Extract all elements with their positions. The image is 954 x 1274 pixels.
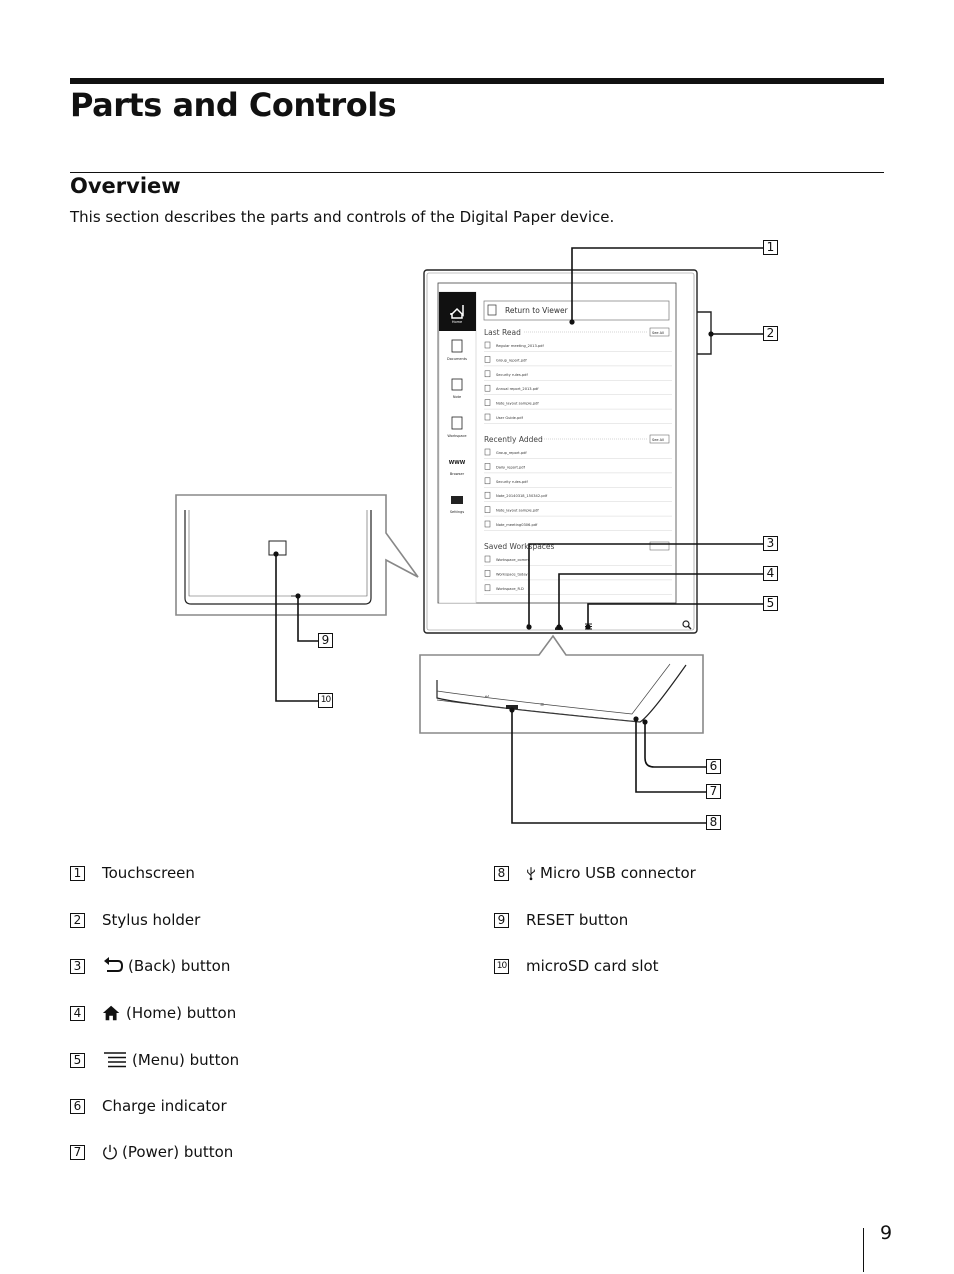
file-name: Group_report.pdf: [496, 451, 527, 455]
svg-text:≡: ≡: [540, 702, 544, 708]
legend-label: (Power) button: [122, 1143, 234, 1161]
device-diagram: Home Documents Note Workspace WWW Browse…: [175, 247, 763, 824]
file-icon: [484, 570, 491, 577]
legend-label: Charge indicator: [102, 1097, 227, 1115]
file-icon: [484, 399, 491, 406]
file-name: Note_20140318_150342.pdf: [496, 494, 548, 498]
callout-1: 1: [763, 240, 778, 255]
file-name: Note_meeting0306.pdf: [496, 523, 538, 527]
sidebar-label: Home: [452, 320, 462, 324]
power-icon: [103, 1144, 117, 1160]
file-icon: [484, 448, 491, 456]
svg-text:WWW: WWW: [449, 460, 466, 466]
file-icon: [484, 491, 491, 499]
callout-3: 3: [763, 536, 778, 551]
section-rule: [70, 172, 884, 173]
legend-num: 1: [70, 866, 85, 881]
usb-icon: [527, 867, 535, 881]
menu-icon: [104, 1052, 126, 1068]
file-name: User Guide.pdf: [496, 416, 524, 420]
callout-2: 2: [763, 326, 778, 341]
sidebar-label: Browser: [450, 472, 465, 476]
callout-4: 4: [763, 566, 778, 581]
legend-label: microSD card slot: [526, 957, 659, 975]
intro-text: This section describes the parts and con…: [70, 208, 615, 226]
section-heading: Overview: [70, 174, 181, 198]
file-name: Workspace_R.D: [496, 587, 524, 591]
svg-text:See All: See All: [652, 438, 664, 442]
legend-num: 4: [70, 1006, 85, 1021]
callout-7: 7: [706, 784, 721, 799]
file-name: Workspace_today: [496, 572, 529, 576]
file-icon: [484, 506, 491, 513]
callout-5: 5: [763, 596, 778, 611]
file-name: Note_layout sample.pdf: [496, 402, 539, 406]
legend-label: Stylus holder: [102, 911, 201, 929]
file-icon: [484, 463, 491, 470]
file-icon: [484, 384, 491, 392]
file-name: Note_layout sample.pdf: [496, 509, 539, 513]
legend-num: 9: [494, 913, 509, 928]
page-number-rule: [863, 1228, 864, 1272]
file-icon: [484, 584, 491, 592]
callout-6: 6: [706, 759, 721, 774]
callout-8: 8: [706, 815, 721, 830]
svg-text:Recently Added: Recently Added: [484, 435, 543, 444]
page-number: 9: [880, 1222, 893, 1244]
file-icon: [484, 555, 491, 563]
file-name: Group_report.pdf: [496, 358, 527, 362]
svg-text:Return to Viewer: Return to Viewer: [505, 306, 569, 315]
file-icon: [484, 370, 491, 378]
legend-num: 2: [70, 913, 85, 928]
legend-label: (Back) button: [128, 957, 231, 975]
sidebar-label: Settings: [450, 510, 465, 514]
legend-num: 7: [70, 1145, 85, 1160]
legend-num: 3: [70, 959, 85, 974]
file-icon: [484, 356, 491, 363]
home-icon: [102, 1005, 120, 1021]
sidebar-label: Note: [453, 395, 461, 399]
legend-label: Touchscreen: [102, 864, 195, 882]
file-name: Workspace_comm: [496, 558, 529, 562]
file-icon: [484, 477, 491, 485]
file-name: Annual report_2013.pdf: [496, 387, 539, 391]
sidebar-label: Workspace: [447, 434, 466, 438]
title-rule: [70, 78, 884, 84]
svg-text:See All: See All: [652, 331, 664, 335]
file-name: Regular meeting_2013.pdf: [496, 344, 544, 348]
file-icon: [484, 413, 491, 421]
legend-label: (Menu) button: [132, 1051, 240, 1069]
legend-num: 8: [494, 866, 509, 881]
file-icon: [484, 341, 491, 349]
back-arrow-icon: [104, 957, 124, 972]
svg-text:↩: ↩: [485, 694, 489, 700]
legend-label: Micro USB connector: [540, 864, 696, 882]
file-icon: [484, 520, 491, 528]
callout-10: 10: [318, 693, 333, 708]
file-name: Daily_report.pdf: [496, 465, 526, 469]
svg-text:Saved Workspaces: Saved Workspaces: [484, 542, 555, 551]
legend-label: RESET button: [526, 911, 629, 929]
callout-9: 9: [318, 633, 333, 648]
svg-text:Last Read: Last Read: [484, 328, 521, 337]
legend-num: 10: [494, 959, 509, 974]
legend-num: 5: [70, 1053, 85, 1068]
file-name: Security rules.pdf: [496, 373, 528, 377]
file-name: Security rules.pdf: [496, 480, 528, 484]
legend-label: (Home) button: [126, 1004, 237, 1022]
legend-num: 6: [70, 1099, 85, 1114]
page-title: Parts and Controls: [70, 86, 397, 124]
sidebar-label: Documents: [447, 357, 467, 361]
